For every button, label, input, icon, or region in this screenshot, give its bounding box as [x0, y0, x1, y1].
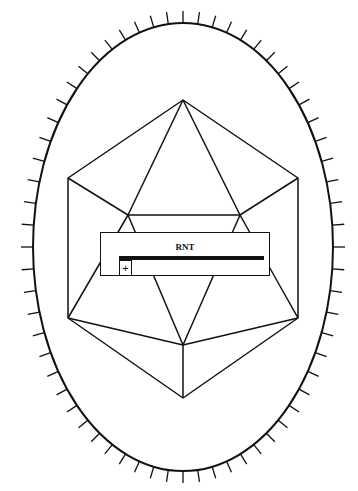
spike [57, 389, 68, 395]
spike [150, 16, 153, 28]
spike [119, 454, 125, 464]
spike [47, 371, 58, 376]
capsid-icosahedron [68, 100, 298, 398]
spike [67, 405, 77, 412]
spike [308, 118, 319, 123]
spike [119, 30, 125, 40]
spike [105, 445, 112, 454]
spike [67, 82, 77, 89]
spike [79, 420, 88, 428]
spike [227, 461, 232, 472]
spike [240, 454, 246, 464]
spike [327, 312, 339, 314]
spike [254, 445, 261, 454]
spike [135, 22, 140, 33]
spike [278, 420, 287, 428]
spike [332, 268, 344, 270]
spike [105, 40, 112, 49]
spike [182, 471, 183, 483]
spike [330, 291, 342, 293]
spike [33, 333, 45, 336]
spike [315, 353, 326, 357]
spike [332, 224, 344, 226]
spike [91, 433, 99, 441]
spike [21, 246, 33, 247]
spike [299, 389, 310, 395]
polarity-sign: + [122, 262, 128, 274]
spike [150, 467, 153, 479]
spike [167, 12, 169, 24]
spike [289, 82, 299, 89]
spike [91, 52, 99, 60]
spike [315, 137, 326, 141]
spike [322, 333, 334, 336]
spike [212, 467, 215, 479]
spike [227, 22, 232, 33]
spike [299, 99, 310, 105]
spike [330, 202, 342, 204]
spike [327, 180, 339, 182]
spike [22, 268, 34, 270]
spike [182, 11, 183, 23]
envelope-outline [33, 23, 333, 471]
spike [39, 137, 50, 141]
spike [167, 470, 169, 482]
spike [198, 12, 200, 24]
spike [28, 180, 40, 182]
spike [33, 158, 45, 161]
spike [322, 158, 334, 161]
spike [198, 470, 200, 482]
spike [254, 40, 261, 49]
spike [79, 66, 88, 74]
spike [28, 312, 40, 314]
spike [135, 461, 140, 472]
spike [333, 246, 345, 247]
spike [240, 30, 246, 40]
spike [39, 353, 50, 357]
spike [24, 202, 36, 204]
spike [289, 405, 299, 412]
spike [266, 52, 274, 60]
genome-label: RNT [175, 242, 194, 252]
genome-box: RNT + [100, 232, 270, 276]
spike [308, 371, 319, 376]
envelope-spikes [21, 11, 345, 483]
spike [266, 433, 274, 441]
spike [278, 66, 287, 74]
spike [24, 291, 36, 293]
spike [22, 224, 34, 226]
spike [57, 99, 68, 105]
polarity-box: + [119, 260, 132, 276]
spike [212, 16, 215, 28]
spike [47, 118, 58, 123]
